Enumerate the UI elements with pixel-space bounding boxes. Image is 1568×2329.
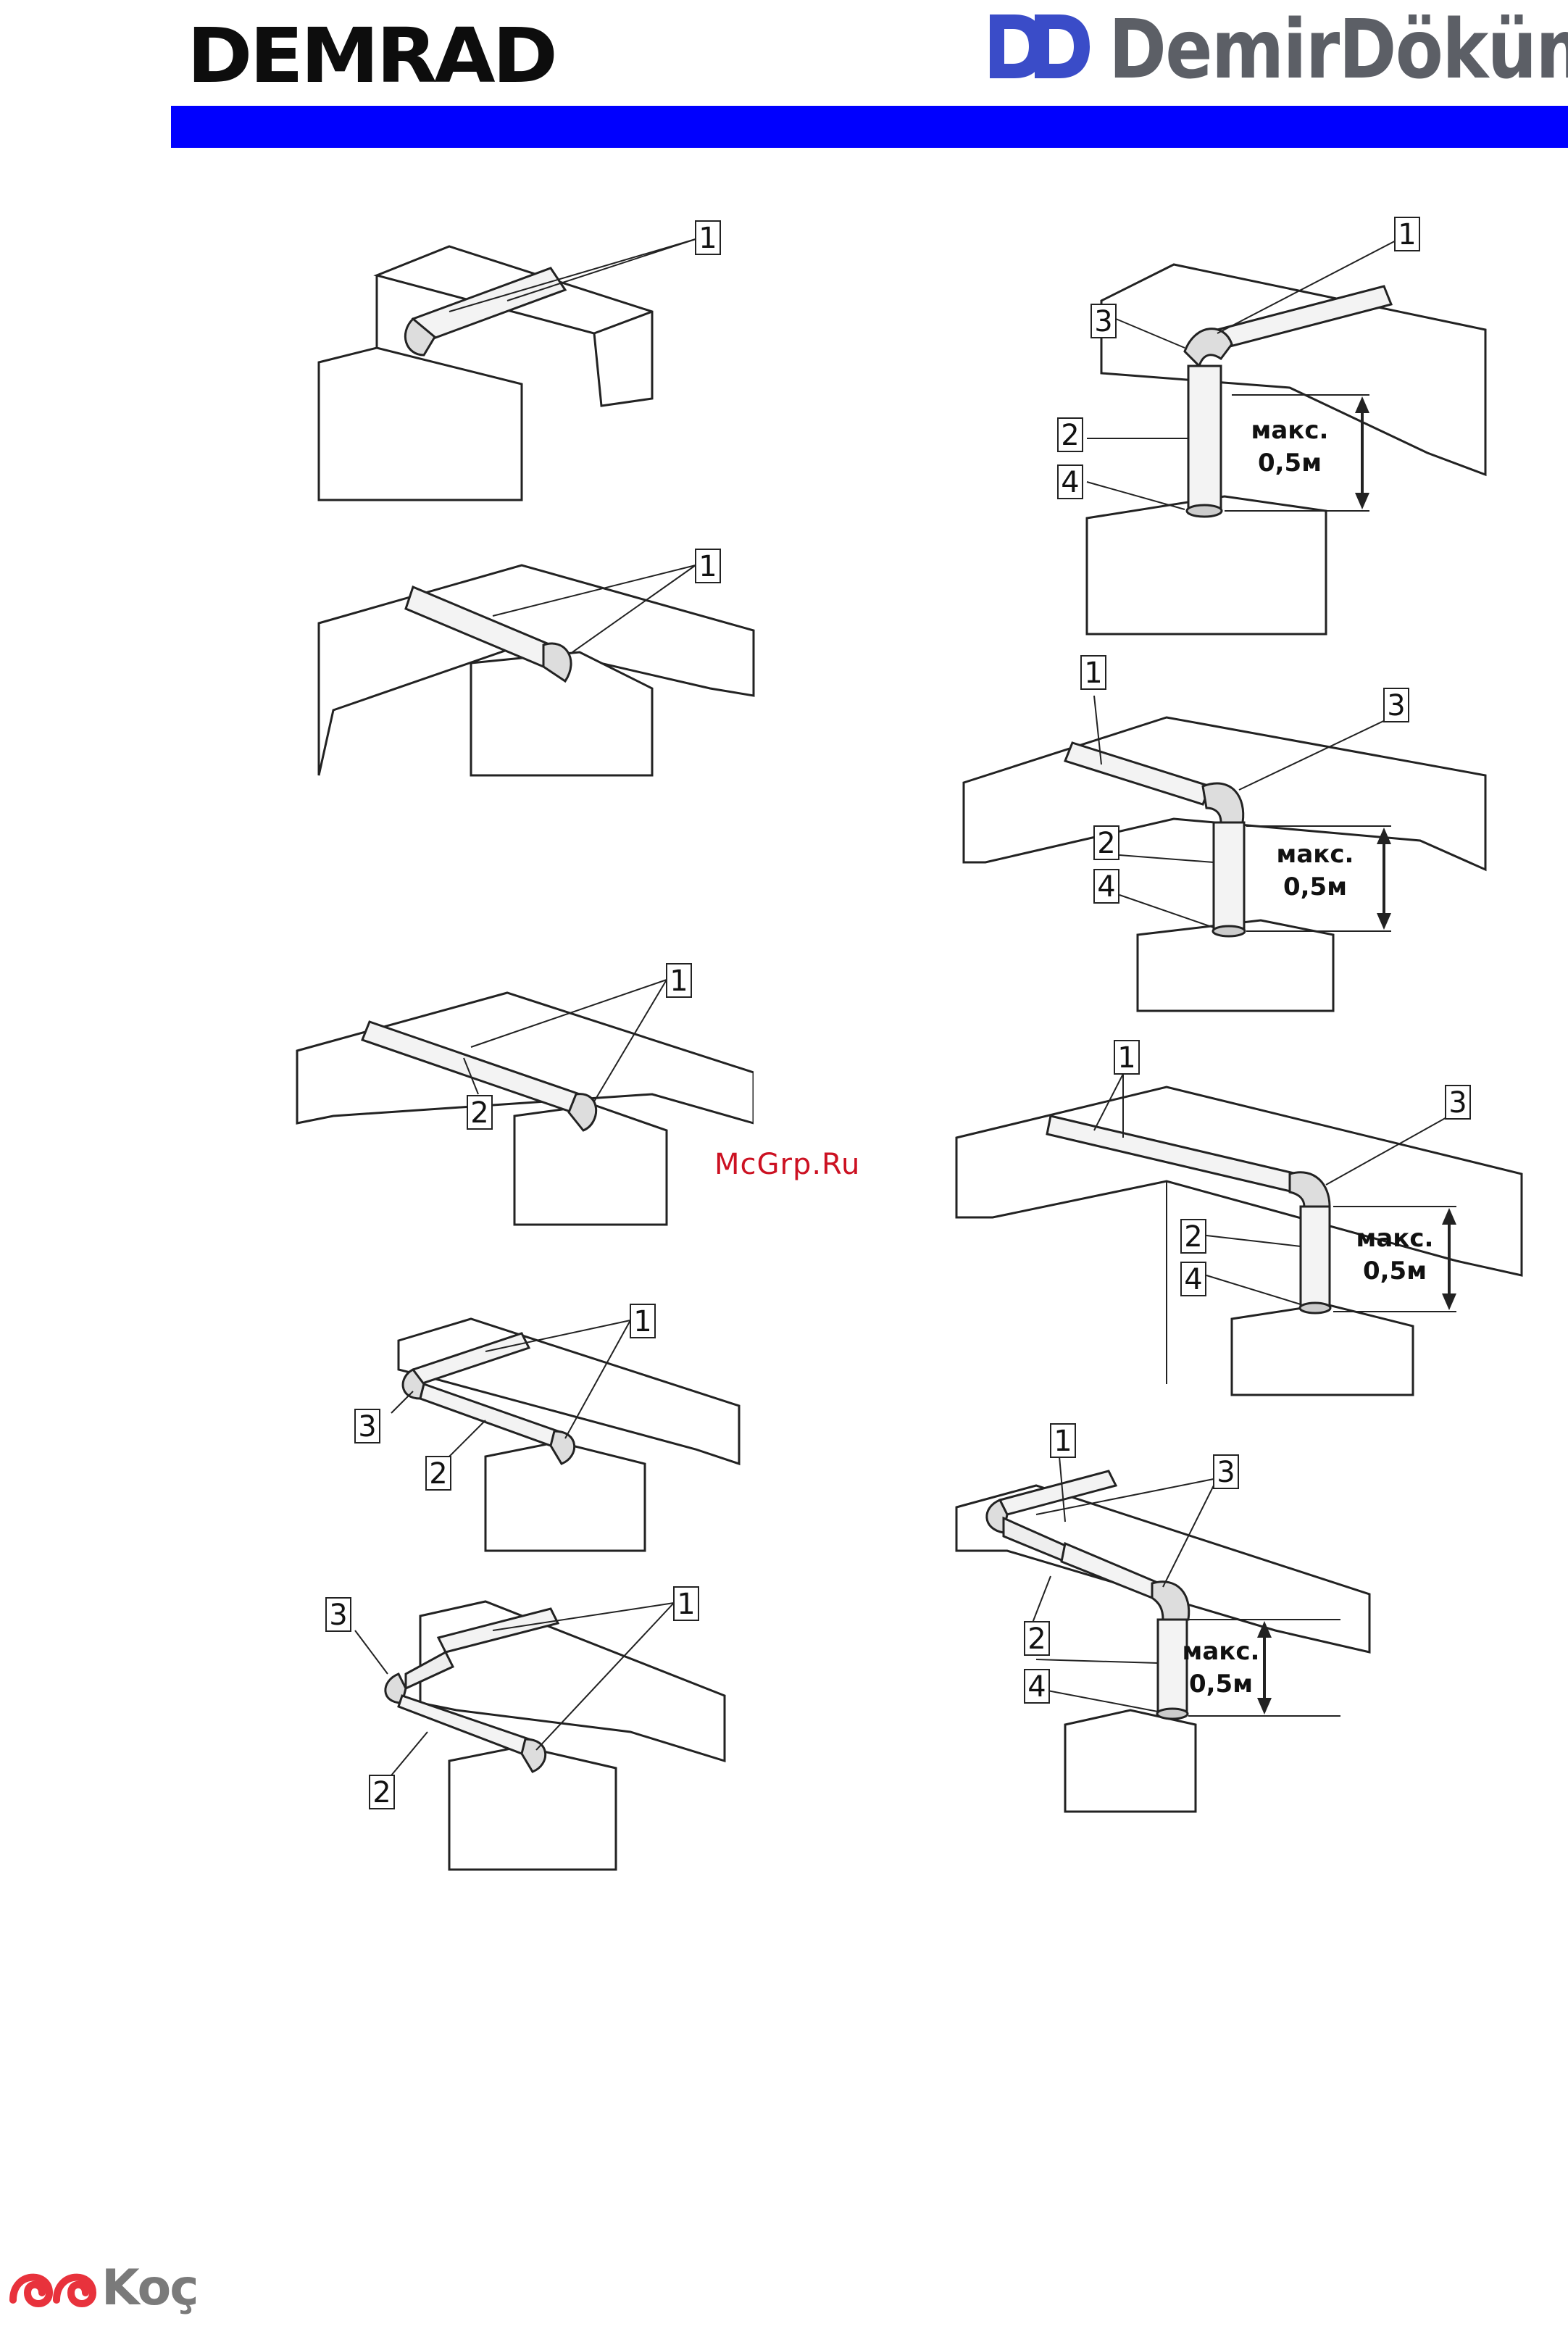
figure-label: 4 [1184, 1263, 1202, 1296]
figure-label: 2 [372, 1776, 391, 1809]
figure-label: 1 [677, 1588, 695, 1621]
figure-label: 1 [698, 550, 717, 583]
figure-label: 1 [1398, 218, 1416, 251]
dimension-value: 0,5м [1363, 1257, 1427, 1286]
figure-label: 3 [358, 1410, 376, 1443]
figure-label: 1 [1054, 1425, 1072, 1458]
figure-8: 1 2 3 4 макс. 0,5м [949, 1029, 1529, 1406]
figure-label: 1 [698, 222, 717, 255]
figure-6: 1 2 3 4 макс. 0,5м [1022, 207, 1500, 641]
figure-label: 2 [1097, 827, 1115, 860]
figure-1: 1 [304, 210, 754, 514]
figure-label: 2 [429, 1457, 447, 1491]
figure-label: 1 [1117, 1041, 1135, 1075]
figure-label: 4 [1027, 1670, 1046, 1704]
figure-5: 1 2 3 [312, 1572, 746, 1877]
figure-label: 2 [1184, 1220, 1202, 1254]
figure-label: 3 [1448, 1086, 1467, 1120]
demirdokum-logo: DemirDöküm [1109, 3, 1568, 97]
figure-label: 4 [1097, 870, 1115, 904]
figure-label: 3 [329, 1599, 347, 1632]
koc-logo-text: Koç [101, 2259, 198, 2317]
figure-label: 4 [1061, 466, 1079, 499]
dimension-label: макс. [1183, 1637, 1260, 1666]
figure-label: 3 [1217, 1456, 1235, 1489]
figure-label: 3 [1387, 689, 1405, 722]
figure-9: 1 2 3 4 макс. 0,5м [949, 1413, 1384, 1819]
figure-7: 1 2 3 4 макс. 0,5м [956, 645, 1493, 1014]
watermark: McGrp.Ru [714, 1148, 860, 1181]
dimension-label: макс. [1277, 840, 1354, 869]
figure-label: 1 [633, 1305, 651, 1338]
dimension-value: 0,5м [1258, 449, 1322, 478]
dimension-value: 0,5м [1283, 872, 1347, 901]
figure-label: 3 [1094, 305, 1112, 338]
figure-label: 2 [470, 1096, 488, 1130]
figure-3: 1 2 [290, 949, 754, 1232]
dimension-label: макс. [1251, 416, 1329, 445]
figure-label: 1 [1084, 657, 1102, 690]
dimension-label: макс. [1356, 1224, 1434, 1253]
figure-4: 1 2 3 [341, 1290, 761, 1558]
header-bar [171, 106, 1568, 148]
demrad-logo: DEMRAD [187, 12, 555, 100]
dimension-value: 0,5м [1189, 1670, 1253, 1699]
figure-label: 1 [670, 964, 688, 998]
figure-2: 1 [304, 536, 768, 783]
koc-logo-icon [6, 2264, 100, 2315]
demirdokum-dd-icon [987, 10, 1096, 83]
figure-label: 2 [1061, 419, 1079, 452]
figure-label: 2 [1027, 1622, 1046, 1656]
